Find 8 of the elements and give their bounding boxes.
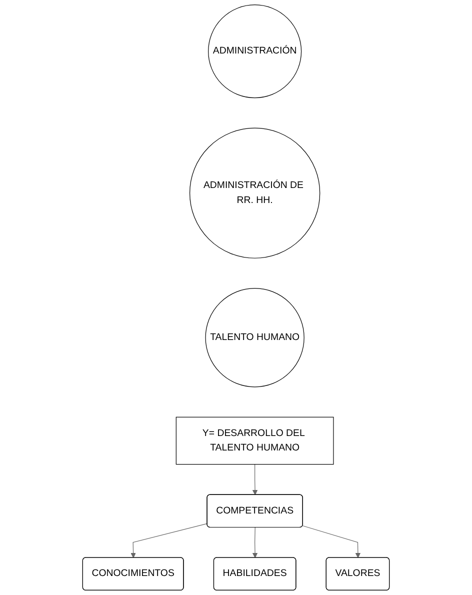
node-circle: ADMINISTRACIÓN — [208, 4, 302, 98]
arrow — [130, 523, 208, 558]
arrow — [302, 525, 361, 558]
arrow — [252, 527, 258, 558]
node-box: Y= DESARROLLO DEL TALENTO HUMANO — [176, 416, 334, 465]
node-circle: TALENTO HUMANO — [205, 288, 304, 388]
arrow — [252, 464, 258, 496]
node-circle: ADMINISTRACIÓN DE RR. HH. — [189, 128, 320, 258]
